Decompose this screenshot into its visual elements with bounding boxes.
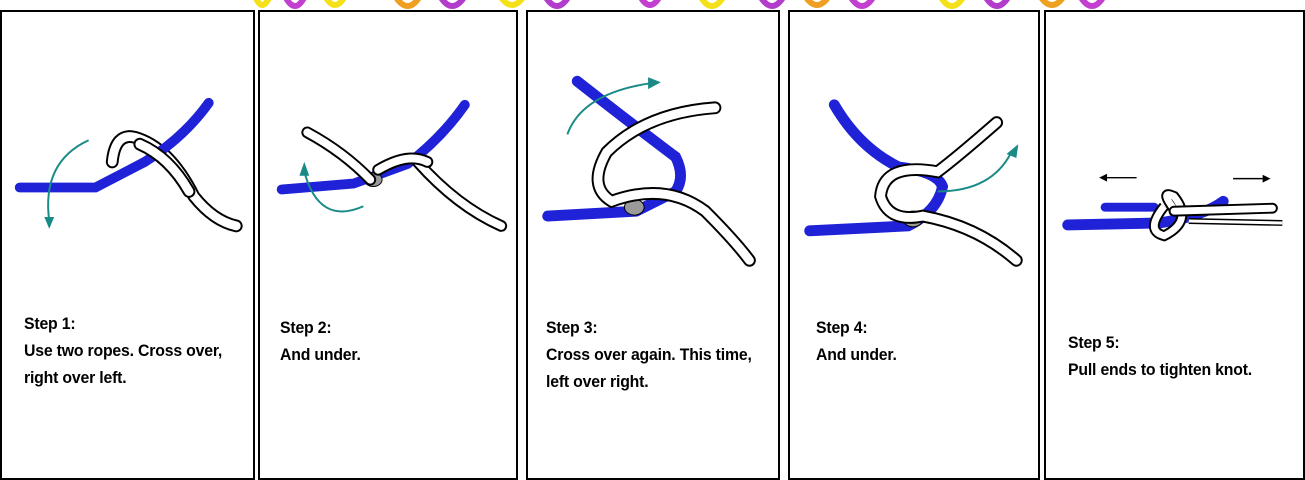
step-5-label: Step 5:	[1068, 329, 1273, 356]
step-1-illustration	[2, 12, 253, 302]
step-3-caption: Step 3: Cross over again. This time, lef…	[546, 314, 755, 395]
step-3-panel: Step 3: Cross over again. This time, lef…	[526, 10, 780, 480]
step-4-caption: Step 4: And under.	[816, 314, 1011, 368]
step-3-text: Cross over again. This time, left over r…	[546, 341, 755, 395]
step-2-illustration	[260, 12, 516, 302]
step-4-text: And under.	[816, 341, 1011, 368]
step-2-text: And under.	[280, 341, 485, 368]
step-5-text: Pull ends to tighten knot.	[1068, 356, 1273, 383]
step-3-illustration	[528, 12, 778, 302]
step-1-text: Use two ropes. Cross over, right over le…	[24, 337, 229, 391]
step-4-panel: Step 4: And under.	[788, 10, 1040, 480]
step-1-label: Step 1:	[24, 310, 229, 337]
step-2-panel: Step 2: And under.	[258, 10, 518, 480]
step-1-caption: Step 1: Use two ropes. Cross over, right…	[24, 310, 229, 391]
step-4-illustration	[790, 12, 1038, 302]
step-3-label: Step 3:	[546, 314, 755, 341]
step-5-illustration	[1046, 12, 1303, 302]
step-4-label: Step 4:	[816, 314, 1011, 341]
step-5-caption: Step 5: Pull ends to tighten knot.	[1068, 329, 1273, 383]
step-5-panel: Step 5: Pull ends to tighten knot.	[1044, 10, 1305, 480]
step-1-panel: Step 1: Use two ropes. Cross over, right…	[0, 10, 255, 480]
step-2-label: Step 2:	[280, 314, 485, 341]
step-2-caption: Step 2: And under.	[280, 314, 485, 368]
